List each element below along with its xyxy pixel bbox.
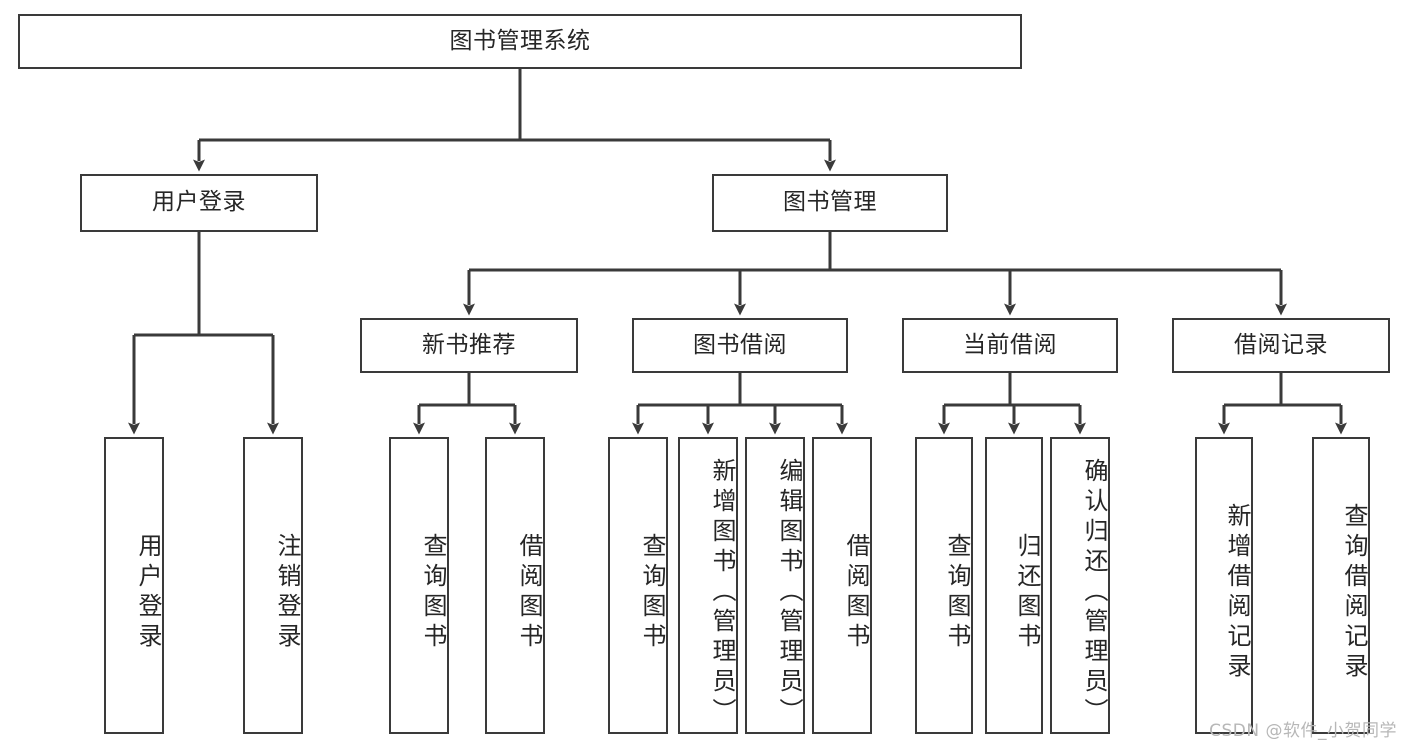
node-leaf-borrow-book[interactable]: 借阅图书 xyxy=(812,437,872,734)
node-label-book-borrow: 图书借阅 xyxy=(693,331,787,358)
node-label-book-manage: 图书管理 xyxy=(783,189,877,216)
node-borrow-record[interactable]: 借阅记录 xyxy=(1172,318,1390,373)
node-leaf-add-record[interactable]: 新增借阅记录 xyxy=(1195,437,1253,734)
node-root[interactable]: 图书管理系统 xyxy=(18,14,1022,69)
node-label-leaf-return-book: 归还图书 xyxy=(1013,532,1041,653)
node-leaf-edit-book[interactable]: 编辑图书（管理员） xyxy=(745,437,805,734)
node-label-leaf-add-book: 新增图书（管理员） xyxy=(708,457,736,728)
node-new-book-rec[interactable]: 新书推荐 xyxy=(360,318,578,373)
node-label-leaf-query-book-rec: 查询图书 xyxy=(419,532,447,653)
node-leaf-borrow-book-rec[interactable]: 借阅图书 xyxy=(485,437,545,734)
node-leaf-user-login[interactable]: 用户登录 xyxy=(104,437,164,734)
node-label-leaf-edit-book: 编辑图书（管理员） xyxy=(775,457,803,728)
node-leaf-query-book-borrow[interactable]: 查询图书 xyxy=(608,437,668,734)
node-leaf-add-book[interactable]: 新增图书（管理员） xyxy=(678,437,738,734)
node-label-borrow-record: 借阅记录 xyxy=(1234,331,1328,358)
node-leaf-query-record[interactable]: 查询借阅记录 xyxy=(1312,437,1370,734)
node-label-leaf-query-record: 查询借阅记录 xyxy=(1340,502,1368,683)
node-book-manage[interactable]: 图书管理 xyxy=(712,174,948,232)
node-label-leaf-query-book-borrow: 查询图书 xyxy=(638,532,666,653)
node-label-leaf-borrow-book: 借阅图书 xyxy=(842,532,870,653)
node-current-borrow[interactable]: 当前借阅 xyxy=(902,318,1118,373)
node-book-borrow[interactable]: 图书借阅 xyxy=(632,318,848,373)
node-label-new-book-rec: 新书推荐 xyxy=(422,331,516,358)
node-leaf-query-book-rec[interactable]: 查询图书 xyxy=(389,437,449,734)
node-leaf-user-logout[interactable]: 注销登录 xyxy=(243,437,303,734)
node-user-login[interactable]: 用户登录 xyxy=(80,174,318,232)
node-label-leaf-borrow-book-rec: 借阅图书 xyxy=(515,532,543,653)
node-leaf-confirm-return[interactable]: 确认归还（管理员） xyxy=(1050,437,1110,734)
node-label-leaf-user-logout: 注销登录 xyxy=(273,532,301,653)
node-label-leaf-add-record: 新增借阅记录 xyxy=(1223,502,1251,683)
node-label-root: 图书管理系统 xyxy=(449,27,591,54)
node-label-leaf-user-login: 用户登录 xyxy=(134,532,162,653)
node-label-current-borrow: 当前借阅 xyxy=(963,331,1057,358)
node-label-leaf-query-book-cur: 查询图书 xyxy=(943,532,971,653)
node-label-leaf-confirm-return: 确认归还（管理员） xyxy=(1080,457,1108,728)
node-label-user-login: 用户登录 xyxy=(152,189,246,216)
node-leaf-query-book-cur[interactable]: 查询图书 xyxy=(915,437,973,734)
node-leaf-return-book[interactable]: 归还图书 xyxy=(985,437,1043,734)
